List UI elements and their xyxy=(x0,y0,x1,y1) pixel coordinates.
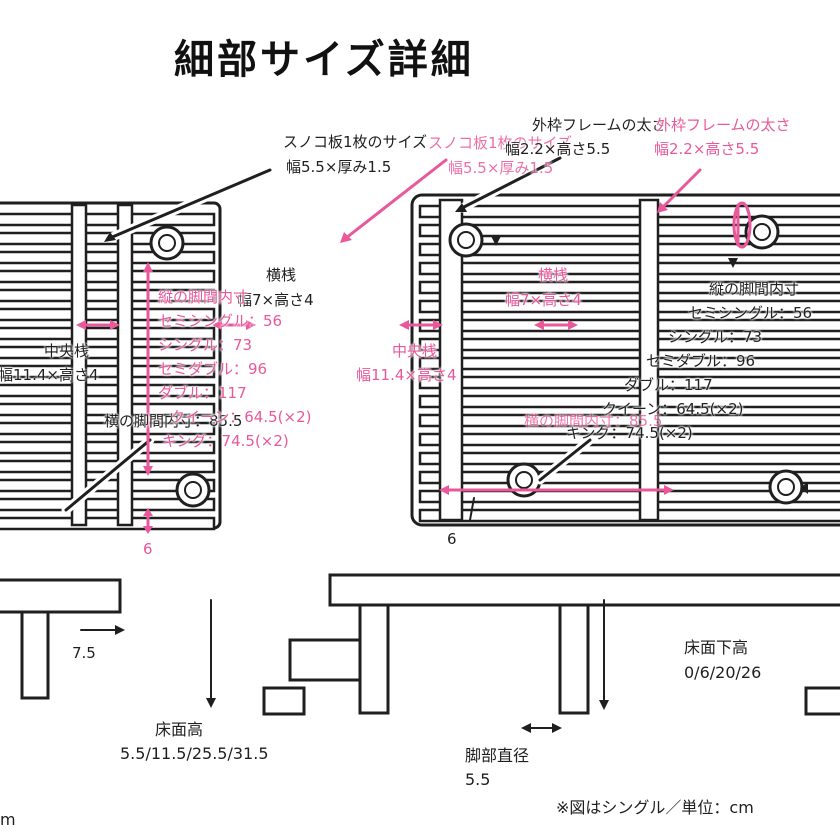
frame-thickness-title-right: 外枠フレームの太さ xyxy=(656,116,791,134)
slat xyxy=(0,516,216,531)
leg-span-semi-single-right: セミシングル：56 xyxy=(688,304,813,322)
slat xyxy=(418,337,840,352)
leg-diameter-title: 脚部直径 xyxy=(465,746,530,765)
leg-span-queen-right: クイーン：64.5(×2) xyxy=(602,400,744,418)
leg-span-single-right: シングル：73 xyxy=(668,328,763,346)
slat xyxy=(0,250,216,265)
dimension-marks xyxy=(80,158,752,532)
frame-thickness-value-left: 幅2.2×高さ5.5 xyxy=(505,140,611,158)
leg-span-semi-single-left: セミシングル：56 xyxy=(158,312,283,330)
center-beam-value-left: 幅11.4×高さ4 xyxy=(0,366,99,384)
slat xyxy=(418,242,840,257)
frame-highlight xyxy=(732,201,752,249)
right-leg-4 xyxy=(768,469,804,505)
black-arrowheads xyxy=(104,203,808,733)
center-beam-value-right: 幅11.4×高さ4 xyxy=(356,366,457,384)
slat xyxy=(418,356,840,371)
side-leg-b xyxy=(358,603,390,715)
sunoko-size-title: スノコ板1枚のサイズ xyxy=(283,133,428,151)
slat xyxy=(0,383,216,398)
left-cross-beams xyxy=(70,203,134,527)
side-view xyxy=(0,573,840,716)
slat xyxy=(0,326,216,341)
leg-span-double-left: ダブル：117 xyxy=(158,384,247,402)
sunoko-size-title-ghost: スノコ板1枚のサイズ xyxy=(428,134,573,152)
cross-beam xyxy=(438,198,464,522)
right-cross-beams xyxy=(438,198,660,522)
slat xyxy=(418,261,840,276)
leg-span-horizontal-left: 横の脚間内寸：85.5 xyxy=(104,412,243,430)
floor-height-value: 5.5/11.5/25.5/31.5 xyxy=(120,744,269,763)
frame-leader-pink xyxy=(660,168,702,210)
right-leg-1 xyxy=(448,222,484,258)
cross-beam-value-right: 幅7×高さ4 xyxy=(505,291,582,309)
slat xyxy=(0,364,216,379)
right-leg-2 xyxy=(744,214,780,250)
side-left-slab xyxy=(0,578,122,614)
dim-6-label-right: 6 xyxy=(447,530,457,548)
cross-beam xyxy=(70,203,88,527)
cross-beam xyxy=(116,203,134,527)
slat xyxy=(0,459,216,474)
leg-span-king-right: キング：74.5(×2) xyxy=(566,424,693,442)
slat xyxy=(0,307,216,322)
cross-beam-title-left: 横桟 xyxy=(266,266,297,284)
dim-7-5-label: 7.5 xyxy=(72,644,96,662)
slat xyxy=(0,288,216,303)
cross-beam xyxy=(638,198,660,522)
floor-clearance-value: 0/6/20/26 xyxy=(684,663,762,682)
side-right-slab xyxy=(328,573,840,607)
frame-thickness-title-left: 外枠フレームの太さ xyxy=(532,116,667,134)
left-leg-bottom-right xyxy=(175,472,211,508)
leg-diameter-value: 5.5 xyxy=(465,770,491,789)
leg-span-single-left: シングル：73 xyxy=(158,336,253,354)
sunoko-leader-pink xyxy=(344,158,448,240)
unit-fragment: m xyxy=(0,810,16,829)
slat xyxy=(0,402,216,417)
slat xyxy=(0,421,216,436)
leg-span-semi-double-left: セミダブル：96 xyxy=(158,360,268,378)
left-slats xyxy=(0,212,216,531)
slat xyxy=(418,204,840,219)
dimension-arrowheads xyxy=(76,202,674,534)
floor-clearance-title: 床面下高 xyxy=(684,638,749,657)
sunoko-size-value-ghost: 幅5.5×厚み1.5 xyxy=(448,159,554,177)
slat xyxy=(0,440,216,455)
leg-span-semi-double-right: セミダブル：96 xyxy=(646,352,756,370)
left-top-view xyxy=(0,201,222,531)
leg-span-double-right: ダブル：117 xyxy=(624,376,713,394)
side-leg-d xyxy=(558,603,590,715)
slat xyxy=(418,508,840,523)
left-leg-top-right xyxy=(149,225,185,261)
right-top-view xyxy=(410,193,840,527)
cross-beam-title-right: 横桟 xyxy=(538,266,569,284)
frame-thickness-value-right: 幅2.2×高さ5.5 xyxy=(654,140,760,158)
footnote: ※図はシングル／単位：cm xyxy=(556,798,754,817)
center-beam-title-left: 中央桟 xyxy=(44,342,90,360)
leg-span-king-left: キング：74.5(×2) xyxy=(162,432,289,450)
slat xyxy=(0,212,216,227)
side-foot-c xyxy=(262,686,306,716)
page-title: 細部サイズ詳細 xyxy=(174,37,474,83)
slat xyxy=(0,497,216,512)
leg-span-queen-left: クイーン：64.5(×2) xyxy=(170,408,312,426)
leader-lines xyxy=(61,153,605,729)
dim-6-label-left: 6 xyxy=(143,540,153,558)
leg-span-vertical-title-left: 縦の脚間内寸 xyxy=(158,288,249,306)
side-foot-e xyxy=(804,686,840,716)
floor-height-title: 床面高 xyxy=(155,720,204,739)
cross-beam-value-left: 幅7×高さ4 xyxy=(237,291,314,309)
side-brace xyxy=(288,638,362,682)
leg-span-horizontal-right: 横の脚間内寸：85.5 xyxy=(524,412,663,430)
slat xyxy=(418,451,840,466)
center-beam-title-right: 中央桟 xyxy=(392,342,438,360)
leg-span-vertical-title-right: 縦の脚間内寸 xyxy=(709,280,800,298)
slat xyxy=(0,345,216,360)
side-leg-a xyxy=(20,610,50,700)
slat xyxy=(0,269,216,284)
sunoko-size-value: 幅5.5×厚み1.5 xyxy=(286,158,392,176)
